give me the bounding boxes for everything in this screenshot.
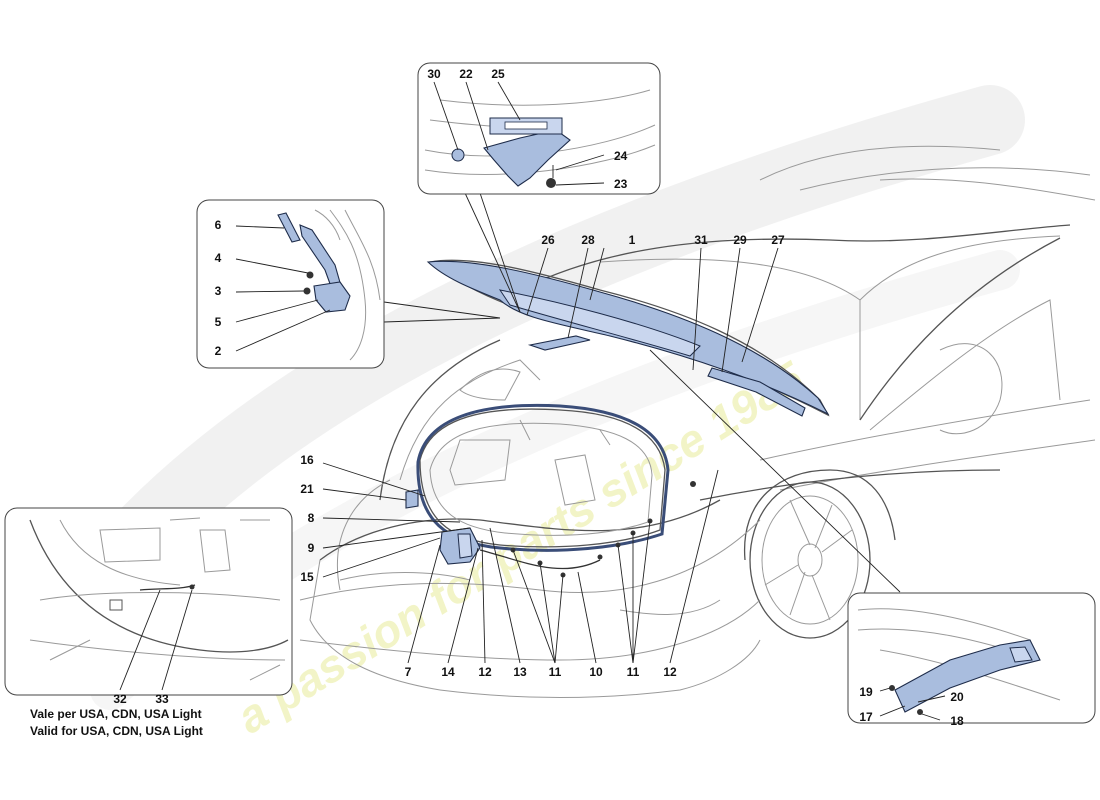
callout-12b: 12: [663, 665, 677, 679]
callout-26: 26: [541, 233, 555, 247]
callout-9: 9: [308, 541, 315, 555]
callout-28: 28: [581, 233, 595, 247]
callout-20: 20: [950, 690, 964, 704]
callout-14: 14: [441, 665, 455, 679]
inset-usa-version: [4, 507, 293, 696]
callout-23: 23: [614, 177, 628, 191]
callout-16: 16: [300, 453, 314, 467]
callout-3: 3: [215, 284, 222, 298]
callout-22: 22: [459, 67, 473, 81]
callout-10: 10: [589, 665, 603, 679]
validity-note: Vale per USA, CDN, USA Light Valid for U…: [30, 707, 203, 738]
callout-1: 1: [629, 233, 636, 247]
callout-7: 7: [405, 665, 412, 679]
car-body-lineart: [299, 145, 1096, 698]
callout-30: 30: [427, 67, 441, 81]
inset-seal: [847, 592, 1096, 724]
callout-32: 32: [113, 692, 127, 706]
highlighted-parts: [405, 260, 830, 578]
callout-4: 4: [215, 251, 222, 265]
callout-12a: 12: [478, 665, 492, 679]
callout-6: 6: [215, 218, 222, 232]
seal-part: [707, 367, 806, 417]
callout-19: 19: [859, 685, 873, 699]
callout-27: 27: [771, 233, 785, 247]
callout-25: 25: [491, 67, 505, 81]
callout-5: 5: [215, 315, 222, 329]
callout-17: 17: [859, 710, 873, 724]
callout-21: 21: [300, 482, 314, 496]
callout-18: 18: [950, 714, 964, 728]
note-line-1: Vale per USA, CDN, USA Light: [30, 707, 202, 721]
callout-33: 33: [155, 692, 169, 706]
note-line-2: Valid for USA, CDN, USA Light: [30, 724, 203, 738]
callout-8: 8: [308, 511, 315, 525]
callout-29: 29: [733, 233, 747, 247]
inset-hood-latch: [417, 62, 661, 195]
callout-15: 15: [300, 570, 314, 584]
inset-hinge: [196, 199, 385, 369]
callout-11b: 11: [627, 665, 640, 679]
callout-2: 2: [215, 344, 222, 358]
callout-24: 24: [614, 149, 628, 163]
leader-lines: [322, 192, 901, 664]
callout-31: 31: [694, 233, 708, 247]
callout-labels: 30 22 25 24 23 6 4 3 5 2 26 28 1 31 29 2…: [113, 67, 964, 728]
callout-11a: 11: [549, 665, 562, 679]
callout-13: 13: [513, 665, 527, 679]
